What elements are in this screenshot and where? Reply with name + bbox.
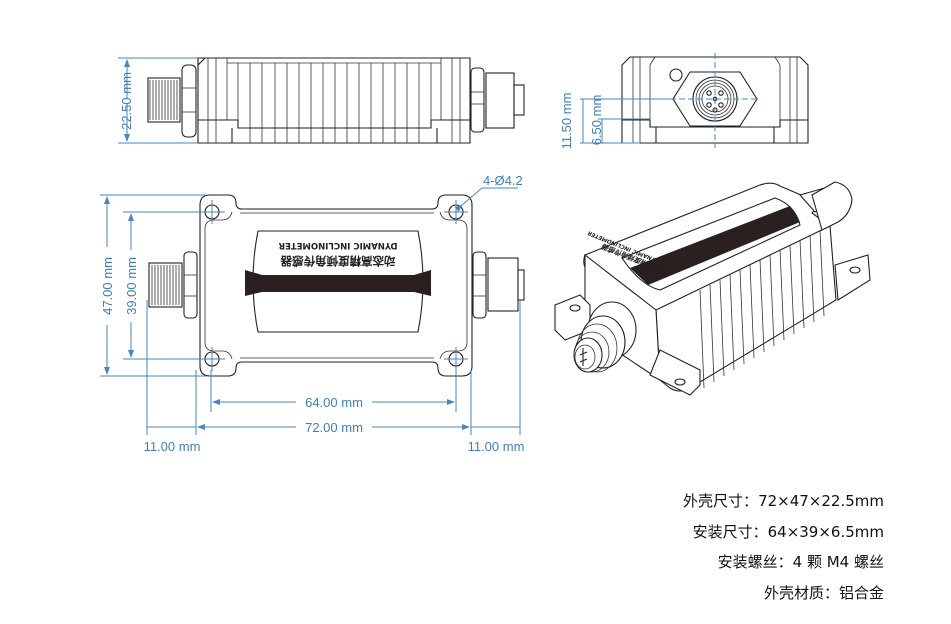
side-height-dim: 22.50 mm	[119, 72, 134, 130]
spec-label: 安装螺丝：	[717, 553, 793, 571]
hole-spacing-length-dim: 64.00 mm	[305, 395, 363, 410]
left-connector	[147, 64, 197, 138]
front-view: 11.50 mm 6.50 mm	[559, 53, 809, 150]
spec-value: 64×39×6.5mm	[767, 522, 884, 541]
spec-list: 外壳尺寸：72×47×22.5mm 安装尺寸：64×39×6.5mm 安装螺丝：…	[683, 486, 884, 608]
top-view: 动态高精度倾角传感器 DYNAMIC INCLINOMETER	[100, 173, 525, 454]
mounting-hole	[444, 200, 468, 224]
spec-row-mount-screws: 安装螺丝：4 颗 M4 螺丝	[683, 547, 884, 578]
spec-value: 4 颗 M4 螺丝	[792, 553, 884, 571]
left-connector	[148, 251, 198, 319]
side-view: 22.50 mm	[118, 57, 525, 144]
front-flange-height-dim: 6.50 mm	[589, 95, 604, 146]
hole-spacing-width-dim: 39.00 mm	[124, 257, 139, 315]
spec-label: 外壳尺寸：	[683, 492, 759, 510]
iso-connector	[573, 301, 637, 373]
total-width-dim: 47.00 mm	[100, 257, 115, 315]
spec-row-housing-size: 外壳尺寸：72×47×22.5mm	[683, 486, 884, 517]
product-label: 动态高精度倾角传感器 DYNAMIC INCLINOMETER	[245, 230, 431, 333]
isometric-view: 动态高精度倾角传感器 DYNAMIC INCLINOMETER	[554, 181, 871, 396]
left-connector-length-dim: 11.00 mm	[144, 439, 201, 454]
housing-side	[197, 57, 471, 144]
spec-value: 72×47×22.5mm	[758, 492, 884, 510]
right-connector	[470, 67, 525, 133]
front-total-height-dim: 11.50 mm	[559, 93, 574, 150]
spec-label: 外壳材质：	[763, 583, 839, 602]
spec-row-mount-size: 安装尺寸：64×39×6.5mm	[683, 517, 884, 548]
right-connector-length-dim: 11.00 mm	[468, 439, 525, 454]
total-length-dim: 72.00 mm	[305, 420, 363, 435]
spec-value: 铝合金	[838, 583, 884, 602]
spec-label: 安装尺寸：	[692, 522, 768, 541]
mounting-hole	[444, 347, 468, 371]
right-connector	[472, 251, 525, 319]
hole-callout: 4-Ø4.2	[483, 173, 523, 188]
label-cn-text: 动态高精度倾角传感器	[280, 254, 395, 268]
label-en-text: DYNAMIC INCLINOMETER	[278, 240, 397, 250]
spec-row-housing-material: 外壳材质：铝合金	[683, 578, 884, 609]
